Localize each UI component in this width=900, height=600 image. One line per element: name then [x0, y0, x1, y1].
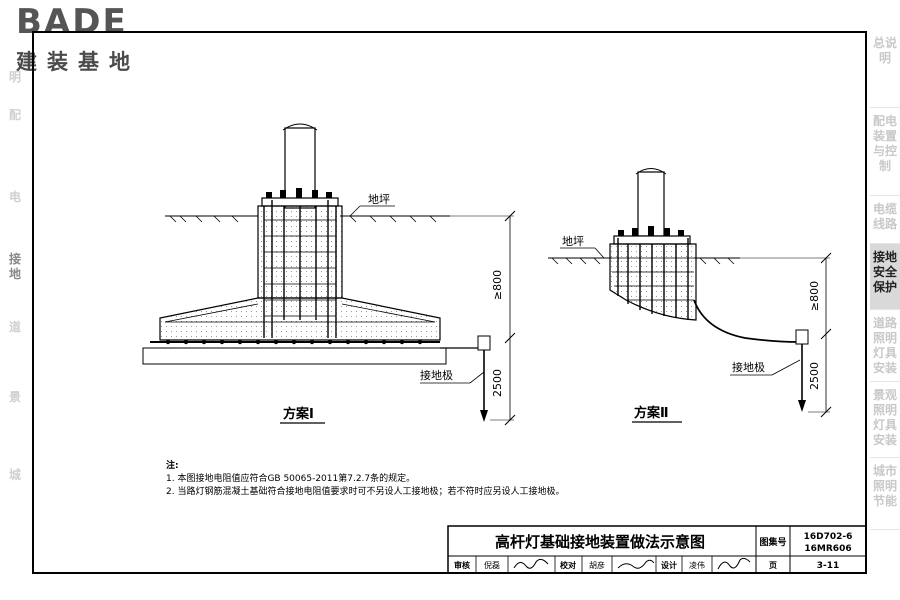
logo-brand-text: BADE — [16, 2, 128, 42]
checker-name: 胡彦 — [589, 560, 605, 570]
sidebar-item-energy-saving[interactable]: 城市照明节能 — [870, 458, 900, 530]
sidebar-item-distribution[interactable]: 配电装置与控制 — [870, 108, 900, 196]
atlas-number-label: 图集号 — [759, 536, 786, 548]
scheme1-drawing: ≥800 2500 地坪 接地极 方案Ⅰ — [142, 123, 516, 426]
sidebar-item-general[interactable]: 总说明 — [870, 30, 900, 108]
sidebar-item-label: 接地安全保护 — [872, 250, 897, 294]
scheme2-drawing: ≥800 2500 地坪 接地极 方案Ⅱ — [548, 168, 832, 423]
logo-subtitle: 建装基地 — [16, 50, 140, 74]
left-strip-item: 道 — [8, 320, 21, 334]
designer-name: 凌伟 — [689, 560, 705, 570]
sidebar-item-label: 配电装置与控制 — [872, 114, 897, 173]
left-strip-item: 配 — [8, 108, 21, 122]
note-item-2: 2. 当路灯钢筋混凝土基础符合接地电阻值要求时可不另设人工接地极；若不符时应另设… — [166, 485, 564, 497]
left-strip-item: 景 — [8, 390, 21, 404]
review-label: 审核 — [454, 560, 470, 570]
title-block — [447, 525, 867, 574]
brand-logo: BADE 建装基地 — [6, 2, 156, 74]
reviewer-signature — [513, 558, 549, 569]
notes-title: 注: — [166, 459, 179, 471]
scheme1-dim-length: 2500 — [491, 369, 504, 397]
scheme1-title: 方案Ⅰ — [283, 406, 314, 422]
sidebar-item-label: 景观照明灯具安装 — [872, 388, 897, 447]
sidebar-item-label: 总说明 — [872, 36, 897, 65]
checker-signature — [617, 559, 655, 569]
sidebar-item-label: 电缆线路 — [872, 202, 897, 231]
left-strip-item: 电 — [8, 190, 21, 204]
sidebar-item-label: 道路照明灯具安装 — [872, 316, 897, 375]
sidebar-item-grounding[interactable]: 接地安全保护 — [870, 244, 900, 310]
chapter-sidebar: 总说明 配电装置与控制 电缆线路 接地安全保护 道路照明灯具安装 景观照明灯具安… — [870, 30, 900, 530]
left-section-strip: 明 配 电 接地 道 景 城 — [0, 30, 28, 530]
page-label: 页 — [769, 561, 777, 570]
left-strip-item: 城 — [8, 468, 21, 482]
left-strip-item: 接地 — [8, 252, 21, 281]
atlas-number-2: 16MR606 — [804, 544, 851, 554]
left-strip-item: 明 — [8, 70, 21, 84]
scheme2-ground-label: 地坪 — [562, 235, 584, 248]
scheme2-dim-depth: ≥800 — [808, 281, 821, 311]
page-number: 3-11 — [817, 561, 840, 571]
scheme1-dim-depth: ≥800 — [491, 270, 504, 300]
sidebar-item-landscape-lighting[interactable]: 景观照明灯具安装 — [870, 382, 900, 458]
sidebar-item-label: 城市照明节能 — [872, 464, 897, 508]
designer-signature — [717, 557, 751, 570]
sidebar-item-cable[interactable]: 电缆线路 — [870, 196, 900, 244]
atlas-number-1: 16D702-6 — [804, 532, 853, 542]
scheme2-electrode-label: 接地极 — [732, 360, 765, 374]
design-label: 设计 — [661, 560, 677, 570]
scheme1-ground-label: 地坪 — [368, 193, 390, 206]
drawing-title: 高杆灯基础接地装置做法示意图 — [495, 533, 705, 551]
sidebar-item-road-lighting[interactable]: 道路照明灯具安装 — [870, 310, 900, 382]
scheme2-dim-length: 2500 — [808, 362, 821, 390]
scheme2-title: 方案Ⅱ — [634, 405, 669, 421]
scheme1-electrode-label: 接地极 — [420, 368, 453, 382]
reviewer-name: 倪磊 — [484, 560, 500, 570]
note-item-1: 1. 本图接地电阻值应符合GB 50065-2011第7.2.7条的规定。 — [166, 472, 415, 484]
check-label: 校对 — [560, 560, 576, 570]
